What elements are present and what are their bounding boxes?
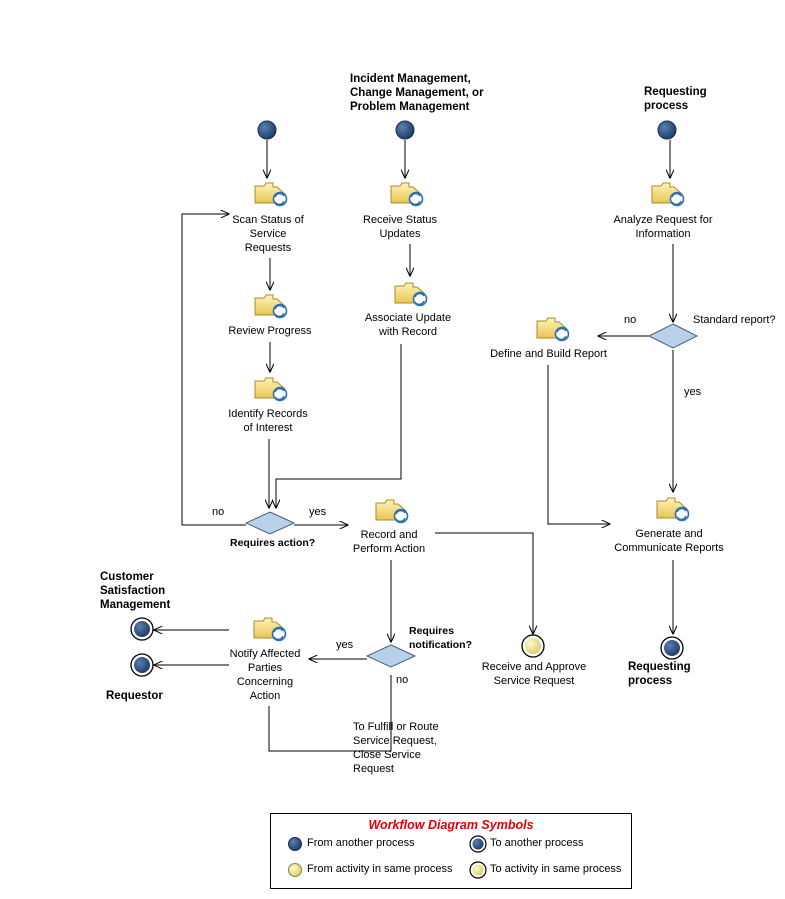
legend: Workflow Diagram Symbols From another pr… (270, 813, 632, 889)
branch-report-no: no (624, 314, 637, 326)
source-requesting-label: Requesting process (644, 86, 707, 112)
legend-from-same-label: From activity in same process (307, 863, 453, 875)
activity-icon-associate (394, 282, 428, 307)
start-node-1 (257, 120, 277, 140)
legend-to-same-symbol (472, 864, 484, 876)
legend-to-another-symbol (472, 838, 484, 850)
start-node-incident (395, 120, 415, 140)
connectors (154, 140, 673, 752)
branch-notification-no: no (396, 674, 409, 686)
end-node-receive-approve (525, 638, 541, 654)
connector-associate-decision (276, 344, 402, 508)
activity-scan-label: Scan Status of Service Requests (232, 214, 304, 254)
activity-notify-label: Notify Affected Parties Concerning Actio… (229, 648, 301, 702)
end-node-requestor (134, 657, 150, 673)
legend-from-another-symbol (288, 837, 302, 851)
connector-notification-no (268, 675, 392, 752)
connector-record-receive-approve (435, 532, 533, 634)
decision-standard-report-label: Standard report? (693, 314, 776, 326)
branch-report-yes: yes (684, 386, 702, 398)
activity-icon-record (375, 499, 409, 524)
legend-symbols (288, 835, 487, 879)
end-node-requesting (664, 640, 680, 656)
legend-from-another-label: From another process (307, 837, 415, 849)
activity-record-label: Record and Perform Action (352, 529, 426, 555)
legend-title: Workflow Diagram Symbols (368, 818, 534, 832)
activity-icon-notify (253, 617, 287, 642)
endpoint-receive-approve-label: Receive and Approve Service Request (481, 661, 587, 687)
activity-icon-receive (390, 182, 424, 207)
activity-identify-label: Identify Records of Interest (228, 408, 308, 434)
decision-requires-action-label: Requires action? (230, 537, 316, 549)
branch-action-yes: yes (309, 506, 327, 518)
start-node-requesting (657, 120, 677, 140)
decision-requires-notification-label: Requires notification? (409, 625, 472, 651)
connector-define-generate (547, 365, 610, 524)
source-incident-label: Incident Management, Change Management, … (350, 73, 484, 113)
activity-associate-label: Associate Update with Record (364, 312, 452, 338)
activity-icon-define (536, 317, 570, 342)
activity-define-label: Define and Build Report (490, 348, 607, 360)
legend-to-same-label: To activity in same process (490, 863, 622, 875)
legend-from-same-symbol (288, 863, 302, 877)
decision-requires-action (244, 511, 296, 535)
decision-standard-report (647, 323, 699, 349)
activity-icon-analyze (651, 182, 685, 207)
connector-action-no-loop (181, 214, 246, 526)
branch-notification-yes: yes (336, 639, 354, 651)
endpoint-requestor-label: Requestor (106, 690, 163, 702)
activity-generate-label: Generate and Communicate Reports (614, 528, 724, 554)
fulfill-note-label: To Fulfill or Route Service Request, Clo… (353, 721, 439, 775)
activity-analyze-label: Analyze Request for Information (613, 214, 713, 240)
branch-action-no: no (212, 506, 225, 518)
decision-requires-notification (365, 644, 417, 668)
activity-icon-scan (254, 182, 288, 207)
end-node-csm (134, 621, 150, 637)
endpoint-requesting-label: Requesting process (628, 661, 691, 687)
activity-review-label: Review Progress (228, 325, 312, 337)
activity-receive-status-label: Receive Status Updates (363, 214, 437, 240)
endpoint-csm-label: Customer Satisfaction Management (100, 571, 171, 611)
activity-icon-identify (254, 377, 288, 402)
activity-icon-review (254, 294, 288, 319)
activity-icon-generate (656, 497, 690, 522)
legend-to-another-label: To another process (490, 837, 584, 849)
